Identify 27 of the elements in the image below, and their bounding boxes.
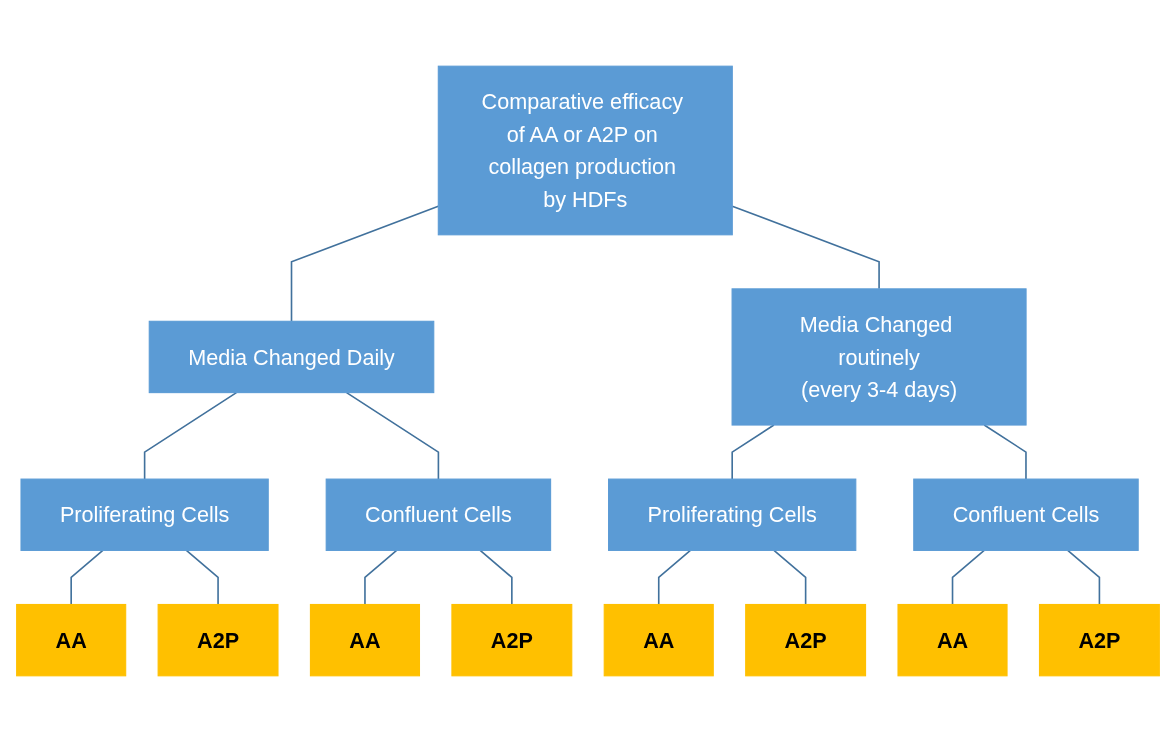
node-box: AA <box>603 603 714 677</box>
connector <box>345 391 440 480</box>
node-box: A2P <box>451 603 573 677</box>
node-box: Media Changed Daily <box>148 320 435 394</box>
connector <box>657 549 692 606</box>
node-box: A2P <box>1038 603 1160 677</box>
node-box: Comparative efficacy of AA or A2P on collagen production by HDFs <box>437 65 733 236</box>
node-box: AA <box>897 603 1008 677</box>
node-box: Confluent Cells <box>913 478 1139 551</box>
connector <box>479 549 513 606</box>
node-box: AA <box>16 603 127 677</box>
connector <box>185 549 219 606</box>
connector <box>773 549 807 606</box>
connector <box>70 549 104 606</box>
node-box: A2P <box>157 603 279 677</box>
node-box: Media Changed routinely (every 3-4 days) <box>731 288 1027 426</box>
connector <box>951 549 985 606</box>
node-box: Confluent Cells <box>325 478 552 551</box>
node-box: Proliferating Cells <box>608 478 857 551</box>
connector <box>143 391 238 480</box>
connector <box>364 549 398 606</box>
connector <box>1066 549 1101 606</box>
node-box: A2P <box>745 603 867 677</box>
node-box: AA <box>309 603 421 677</box>
node-box: Proliferating Cells <box>20 478 269 551</box>
connector <box>983 424 1027 480</box>
connector <box>731 424 775 480</box>
